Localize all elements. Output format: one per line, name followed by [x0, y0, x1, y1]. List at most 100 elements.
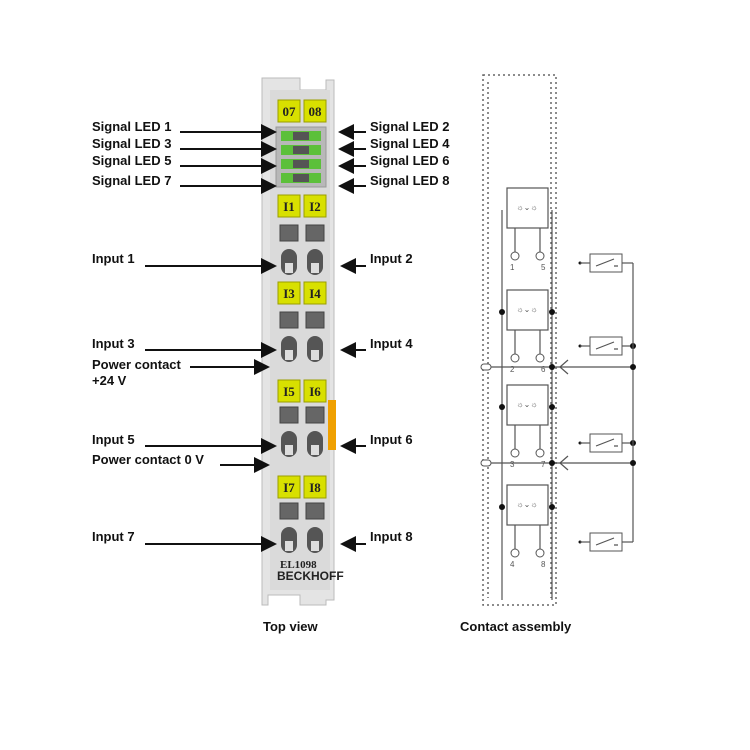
label-input-6: Input 6 — [370, 432, 413, 447]
label-power-0: Power contact 0 V — [92, 452, 204, 467]
led-divider — [293, 160, 309, 168]
terminal-point — [535, 448, 545, 458]
input-circuit-box — [506, 384, 549, 426]
model-label: EL1098 — [280, 559, 317, 571]
left-labels: Signal LED 1 Signal LED 3 Signal LED 5 S… — [92, 119, 204, 544]
assembly-outline — [482, 74, 557, 606]
contact-opening — [311, 350, 319, 360]
caption-contact-assembly: Contact assembly — [460, 619, 572, 634]
power-contact-spring — [559, 359, 569, 375]
led-divider — [293, 146, 309, 154]
channel-tag — [277, 194, 301, 218]
label-signal-led-1: Signal LED 1 — [92, 119, 171, 134]
input-circuit-box — [506, 289, 549, 331]
label-power-24-line1: Power contact — [92, 357, 182, 372]
power-contact-spring — [559, 455, 569, 471]
contact-opening — [311, 541, 319, 551]
channel-tag-label: I7 — [283, 480, 295, 495]
release-button — [279, 224, 299, 242]
release-button — [305, 224, 325, 242]
contact-number: 5 — [541, 263, 546, 272]
label-signal-led-6: Signal LED 6 — [370, 153, 449, 168]
brand-label: BECKHOFF — [277, 569, 344, 583]
label-signal-led-2: Signal LED 2 — [370, 119, 449, 134]
junction-dot — [549, 460, 555, 466]
power-contact-strip — [328, 400, 336, 450]
channel-tag — [303, 194, 327, 218]
led-symbol: ☼⌄☼ — [516, 400, 537, 409]
junction-dot — [549, 309, 555, 315]
label-input-3: Input 3 — [92, 336, 135, 351]
terminal-point — [535, 353, 545, 363]
switch-symbol — [595, 438, 618, 447]
switch-symbol — [595, 537, 618, 546]
led-symbol: ☼⌄☼ — [516, 500, 537, 509]
power-contact-symbol — [480, 363, 492, 371]
junction-dot — [499, 404, 505, 410]
junction-dot — [549, 504, 555, 510]
contact-number: 6 — [541, 365, 546, 374]
junction-dot — [549, 404, 555, 410]
release-button — [305, 502, 325, 520]
label-power-24-line2: +24 V — [92, 373, 127, 388]
input-circuit-box — [506, 484, 549, 526]
junction-dot — [630, 460, 636, 466]
contact-opening — [311, 445, 319, 455]
junction-dot — [549, 364, 555, 370]
right-labels: Signal LED 2 Signal LED 4 Signal LED 6 S… — [370, 119, 450, 544]
led-symbol: ☼⌄☼ — [516, 203, 537, 212]
channel-tag-label: I1 — [283, 199, 295, 214]
sensor-switch-box — [589, 433, 623, 453]
channel-tag-label: 08 — [309, 104, 323, 119]
contact-opening — [285, 350, 293, 360]
contact-opening — [285, 445, 293, 455]
contact-opening — [311, 263, 319, 273]
junction-dot — [499, 504, 505, 510]
channel-tag — [303, 379, 327, 403]
contact-opening — [285, 541, 293, 551]
channel-tag-label: 07 — [283, 104, 297, 119]
circuit-leads — [514, 228, 541, 252]
channel-tag-label: I3 — [283, 286, 295, 301]
switch-symbol — [595, 258, 618, 267]
label-signal-led-7: Signal LED 7 — [92, 173, 171, 188]
release-button — [305, 311, 325, 329]
channel-tag — [277, 475, 301, 499]
channel-tag-label: I4 — [309, 286, 321, 301]
contact-number: 3 — [510, 460, 515, 469]
contact-number: 7 — [541, 460, 546, 469]
contact-number: 1 — [510, 263, 515, 272]
label-input-2: Input 2 — [370, 251, 413, 266]
led-symbol: ☼⌄☼ — [516, 305, 537, 314]
label-signal-led-3: Signal LED 3 — [92, 136, 171, 151]
circuit-leads — [514, 330, 541, 354]
sensor-switch-box — [589, 336, 623, 356]
terminal-point — [510, 353, 520, 363]
sensor-switch-box — [589, 532, 623, 552]
label-input-4: Input 4 — [370, 336, 413, 351]
release-button — [305, 406, 325, 424]
label-signal-led-8: Signal LED 8 — [370, 173, 449, 188]
channel-tag — [277, 379, 301, 403]
channel-tag — [303, 281, 327, 305]
circuit-leads — [514, 525, 541, 549]
channel-tag — [277, 99, 301, 123]
contact-number: 8 — [541, 560, 546, 569]
label-signal-led-5: Signal LED 5 — [92, 153, 171, 168]
terminal-point — [535, 548, 545, 558]
terminal-point — [510, 251, 520, 261]
terminal-point — [510, 448, 520, 458]
terminal-point — [510, 548, 520, 558]
label-input-8: Input 8 — [370, 529, 413, 544]
channel-tag-label: I8 — [309, 480, 321, 495]
channel-tag — [277, 281, 301, 305]
pointer-arrows — [145, 124, 366, 552]
channel-tag-label: I6 — [309, 384, 321, 399]
circuit-leads — [514, 425, 541, 449]
led-divider — [293, 174, 309, 182]
power-contact-symbol — [480, 459, 492, 467]
junction-dot — [499, 309, 505, 315]
sensor-switch-box — [589, 253, 623, 273]
